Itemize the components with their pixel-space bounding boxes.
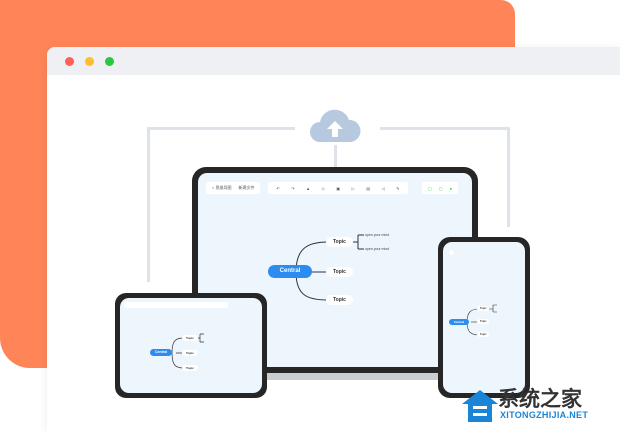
tablet: Central Topic Topic Topic [115, 293, 267, 398]
tablet-toolbar [124, 302, 228, 308]
tablet-screen: Central Topic Topic Topic [120, 298, 262, 393]
export-icon[interactable]: ▢ [428, 185, 432, 191]
sync-line [147, 127, 295, 130]
central-node[interactable]: Central [268, 265, 312, 278]
sync-line [380, 127, 510, 130]
topic-node[interactable]: Topic [477, 319, 490, 324]
sync-line [507, 127, 510, 227]
sync-line [334, 145, 337, 169]
logo-url: XITONGZHIJIA.NET [500, 410, 589, 420]
sync-line [147, 127, 150, 282]
brush-icon[interactable]: ▲ [306, 185, 311, 191]
redo-icon[interactable]: ↷ [291, 185, 295, 191]
tool-icon[interactable]: ✎ [396, 185, 400, 191]
tool-icon[interactable]: ▤ [366, 185, 371, 191]
topic-node[interactable]: Topic [326, 267, 353, 277]
tool-icon[interactable]: ▣ [336, 185, 341, 191]
menu-icon[interactable] [449, 250, 454, 255]
main-toolbar: ↶ ↷ ▲ ◇ ▣ ▷ ▤ ◁ ✎ [268, 182, 408, 194]
logo-house-icon [462, 390, 498, 422]
tool-icon[interactable]: ▷ [351, 185, 355, 191]
share-icon[interactable]: ▢ [438, 185, 443, 191]
central-node[interactable]: Central [150, 349, 172, 356]
mindmap-lines [466, 304, 497, 336]
file-label: 新建文件 [238, 185, 255, 190]
back-link[interactable]: < 思维导图 [212, 185, 232, 190]
window-titlebar [47, 47, 620, 75]
laptop-screen: < 思维导图 新建文件 ↶ ↷ ▲ ◇ ▣ ▷ ▤ ◁ ✎ ▢ ▢ ● Central Topic T… [198, 173, 472, 367]
topic-node[interactable]: Topic [326, 295, 353, 305]
toolbar-right: ▢ ▢ ● [422, 182, 458, 194]
maximize-dot[interactable] [105, 57, 114, 66]
sync-icon[interactable]: ● [449, 185, 452, 191]
minimize-dot[interactable] [85, 57, 94, 66]
mindmap-lines [171, 333, 204, 369]
topic-node[interactable]: Topic [182, 335, 198, 341]
topic-node[interactable]: Topic [182, 350, 198, 356]
subtopic[interactable]: open your mind [365, 233, 390, 237]
tool-icon[interactable]: ◁ [381, 185, 385, 191]
topic-node[interactable]: Topic [477, 306, 490, 311]
cloud-upload-icon [310, 109, 361, 142]
logo-text: 系统之家 [498, 388, 582, 411]
topic-node[interactable]: Topic [182, 365, 198, 371]
toolbar-left: < 思维导图 新建文件 [206, 182, 261, 194]
phone: Central Topic Topic Topic [438, 237, 530, 398]
central-node[interactable]: Central [449, 319, 469, 325]
subtopic[interactable]: open your mind [365, 247, 390, 251]
tool-icon[interactable]: ◇ [321, 185, 325, 191]
phone-screen: Central Topic Topic Topic [443, 242, 525, 393]
topic-node[interactable]: Topic [477, 332, 490, 337]
close-dot[interactable] [65, 57, 74, 66]
undo-icon[interactable]: ↶ [276, 185, 280, 191]
topic-node[interactable]: Topic [326, 237, 353, 247]
laptop-base [186, 370, 484, 380]
